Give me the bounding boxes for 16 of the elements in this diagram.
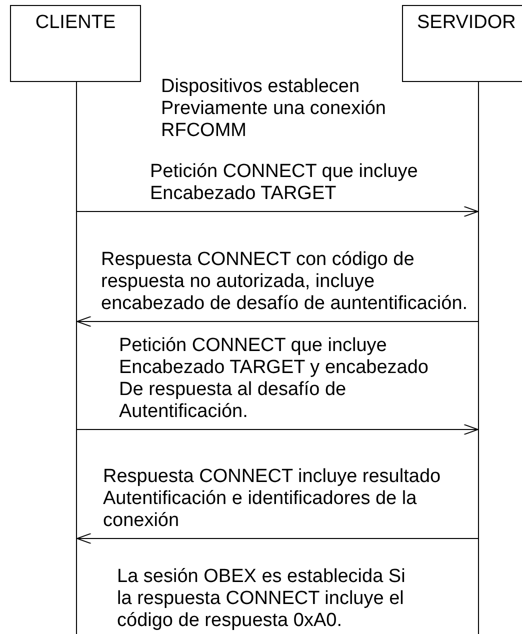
lifeline bbox=[478, 82, 479, 634]
edge-label: Respuesta CONNECT incluye resultado Autentificación e identificadores de la conexión bbox=[103, 466, 442, 532]
lifeline bbox=[76, 82, 77, 634]
message-arrow bbox=[76, 316, 478, 327]
participant-name: CLIENTE bbox=[35, 12, 116, 34]
edge-label: Respuesta CONNECT con código de respuesta no autorizada, incluye encabezado de desafío de auntentificación. bbox=[101, 249, 469, 315]
edge-label: Petición CONNECT que incluye Encabezado TARGET bbox=[150, 161, 419, 205]
note-text: La sesión OBEX es establecida Si la respuesta CONNECT incluye el código de respuesta 0xA0. bbox=[117, 566, 406, 632]
participant-box bbox=[10, 5, 141, 82]
participant-box bbox=[402, 5, 522, 82]
participant-name: SERVIDOR bbox=[417, 12, 516, 34]
edge-label: Petición CONNECT que incluye Encabezado TARGET y encabezado De respuesta al desafío de Autentificación. bbox=[119, 335, 430, 423]
message-arrow bbox=[76, 533, 478, 544]
note-text: Dispositivos establecen Previamente una conexión RFCOMM bbox=[161, 76, 387, 142]
message-arrow bbox=[76, 206, 478, 217]
message-arrow bbox=[76, 424, 478, 435]
